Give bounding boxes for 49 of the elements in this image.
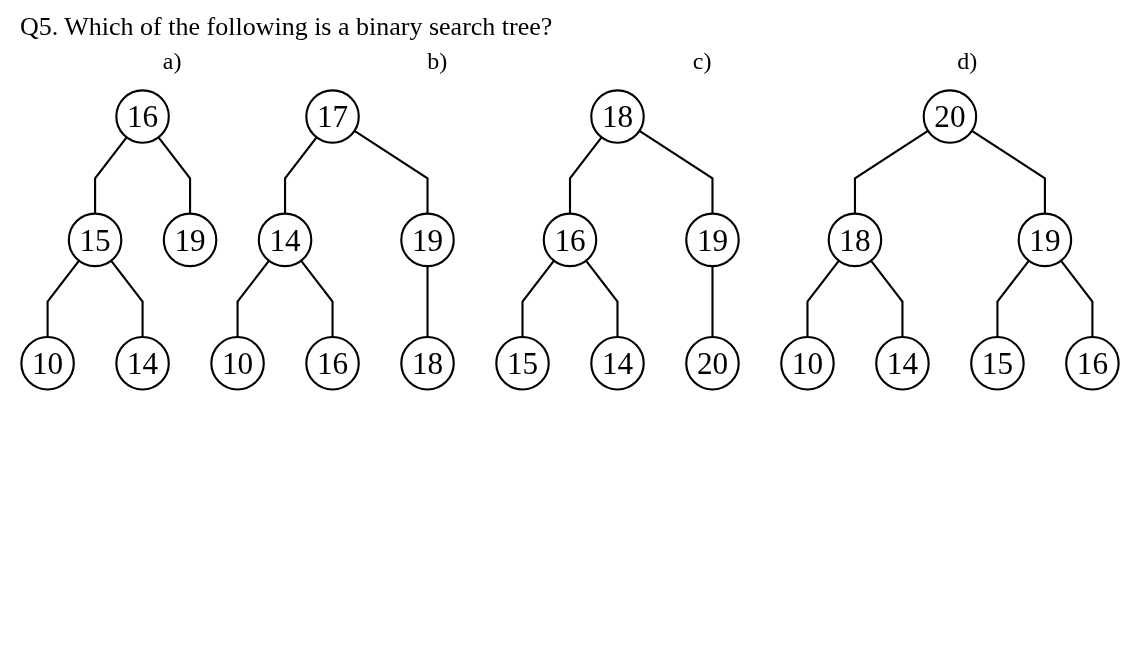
connector bbox=[711, 266, 714, 337]
connector bbox=[568, 136, 603, 214]
connector bbox=[870, 260, 904, 337]
node-circle: 15 bbox=[495, 335, 550, 391]
node-circle: 10 bbox=[20, 335, 75, 391]
question-title: Q5. Which of the following is a binary search tree? bbox=[20, 12, 554, 42]
node-circle: 18 bbox=[590, 89, 645, 144]
node-circle: 14 bbox=[590, 335, 645, 391]
connector bbox=[806, 260, 840, 337]
connector bbox=[426, 266, 429, 337]
connector bbox=[853, 129, 929, 214]
connector bbox=[300, 260, 334, 337]
node-circle: 10 bbox=[780, 335, 835, 391]
connector bbox=[585, 260, 619, 337]
connector bbox=[971, 129, 1046, 214]
connector bbox=[996, 260, 1030, 337]
connector bbox=[521, 260, 555, 337]
node-circle: 16 bbox=[305, 335, 360, 391]
node-circle: 14 bbox=[875, 335, 930, 391]
connector bbox=[110, 260, 144, 337]
connector bbox=[353, 129, 429, 214]
node-circle: 19 bbox=[1017, 212, 1073, 268]
node-circle: 14 bbox=[115, 335, 170, 391]
node-circle: 16 bbox=[1065, 335, 1120, 391]
tree-label: c) bbox=[692, 48, 712, 75]
node-circle: 16 bbox=[542, 212, 598, 268]
tree-label: d) bbox=[957, 48, 978, 75]
node-circle: 17 bbox=[305, 89, 360, 144]
node-circle: 15 bbox=[970, 335, 1025, 391]
connector bbox=[236, 260, 270, 337]
node-circle: 18 bbox=[400, 335, 455, 391]
connector bbox=[94, 136, 128, 214]
node-circle: 20 bbox=[922, 89, 978, 144]
node-circle: 19 bbox=[162, 212, 218, 268]
node-circle: 14 bbox=[257, 212, 313, 268]
connector bbox=[638, 129, 714, 214]
connector bbox=[46, 260, 80, 337]
tree-label: b) bbox=[427, 48, 448, 75]
connector bbox=[1060, 260, 1094, 337]
connector bbox=[284, 136, 318, 214]
node-circle: 18 bbox=[827, 212, 883, 268]
node-circle: 19 bbox=[400, 212, 455, 268]
node-circle: 16 bbox=[115, 89, 170, 144]
node-circle: 20 bbox=[685, 335, 740, 391]
node-circle: 19 bbox=[685, 212, 740, 268]
node-circle: 15 bbox=[67, 212, 123, 268]
connector bbox=[157, 136, 192, 214]
tree-label: a) bbox=[162, 48, 182, 75]
node-circle: 10 bbox=[210, 335, 265, 391]
